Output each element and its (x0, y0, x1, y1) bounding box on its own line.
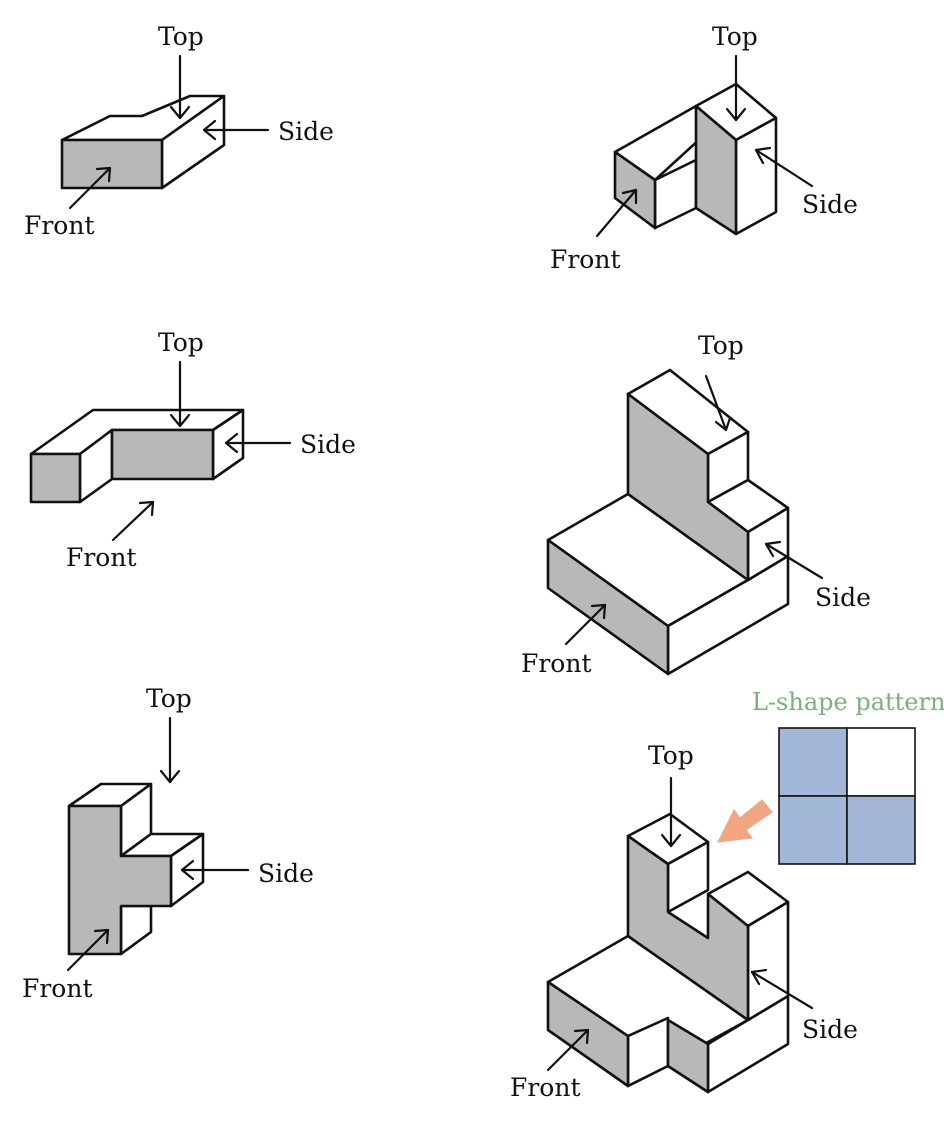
figure-3-top-arrow (169, 360, 191, 428)
figure-2-side-arrow (754, 146, 814, 188)
figure-3-side-label: Side (300, 430, 356, 459)
figure-4-front-face-base (546, 538, 670, 676)
figure-1-top-arrow (169, 54, 191, 120)
pattern-cell-top-right (846, 727, 916, 797)
figure-3-l-block: Top Side Front (29, 328, 356, 572)
figure-6-front-face-upright (626, 834, 750, 1022)
figure-5-front-arrow (66, 928, 110, 972)
figure-5-t-block: Top Side Front (22, 684, 314, 1003)
figure-5-solid (67, 782, 205, 956)
figure-6-side-label: Side (802, 1015, 858, 1044)
figure-5-top-label: Top (146, 684, 192, 713)
figure-1-front-face (60, 138, 164, 190)
figure-4-side-arrow (764, 540, 824, 580)
figure-3-front-face-right (110, 428, 215, 481)
figure-5-side-label: Side (258, 859, 314, 888)
figure-1-side-label: Side (278, 117, 334, 146)
figure-2-front-label: Front (550, 245, 621, 274)
figure-6-top-label: Top (648, 741, 694, 770)
figure-1-top-label: Top (158, 22, 204, 51)
pattern-cell-bottom-left (778, 795, 848, 865)
figure-6-top-arrow (660, 776, 682, 848)
figure-6-l-shape-solid: Top Side Front (510, 741, 858, 1102)
figure-4-stepped-tower: Top Side Front (521, 331, 871, 678)
figure-3-solid (29, 408, 245, 504)
figure-4-solid (546, 368, 790, 676)
figure-2-solid (613, 82, 778, 236)
figure-5-front-face (67, 804, 173, 956)
figure-3-front-face-left (29, 452, 82, 504)
figure-2-top-label: Top (712, 22, 758, 51)
figure-1-side-arrow (202, 119, 270, 141)
figure-6-front-arrow (546, 1028, 590, 1072)
figure-2-side-label: Side (802, 190, 858, 219)
figure-3-top-label: Top (158, 328, 204, 357)
figure-1-front-arrow (68, 166, 112, 210)
figure-3-side-arrow (224, 432, 292, 454)
figure-1-stepped-block: Top Side Front (24, 22, 334, 240)
figure-4-top-label: Top (698, 331, 744, 360)
figure-6-front-face-right (666, 1018, 710, 1094)
figure-4-top-arrow (704, 374, 732, 432)
figure-6-front-label: Front (510, 1073, 581, 1102)
figure-4-front-face-upright (626, 392, 750, 582)
figure-4-front-arrow (564, 603, 607, 646)
l-shape-pattern-label: L-shape pattern (752, 688, 944, 716)
figure-6-solid (546, 812, 790, 1094)
pattern-cell-bottom-right (846, 795, 916, 865)
l-shape-pattern-grid (778, 727, 916, 865)
figure-1-solid (60, 94, 226, 190)
l-shape-pattern-inset: L-shape pattern (717, 688, 944, 865)
orange-pointer-arrow (717, 799, 773, 843)
figure-1-front-label: Front (24, 211, 95, 240)
figure-2-top-arrow (725, 54, 747, 122)
figure-3-front-label: Front (66, 543, 137, 572)
figure-2-front-arrow (595, 188, 638, 238)
figure-3-front-arrow (111, 500, 155, 542)
figure-4-front-label: Front (521, 649, 592, 678)
figure-5-front-label: Front (22, 974, 93, 1003)
figure-4-side-label: Side (815, 583, 871, 612)
figure-6-side-arrow (750, 968, 814, 1010)
pattern-cell-top-left (778, 727, 848, 797)
figure-5-side-arrow (180, 859, 250, 881)
figure-2-tall-block: Top Side Front (550, 22, 858, 274)
figure-5-top-arrow (159, 716, 181, 784)
figure-2-tall-front-face (694, 104, 738, 236)
